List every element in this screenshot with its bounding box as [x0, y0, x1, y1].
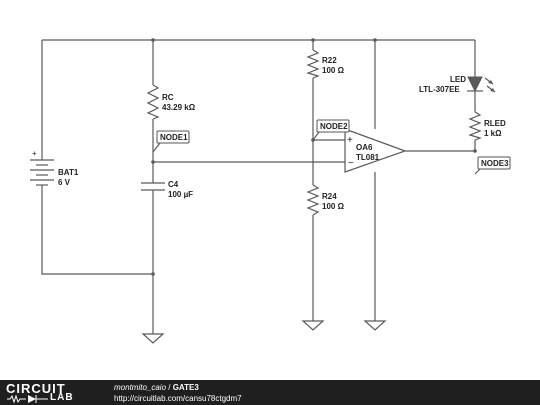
resistor-rc: RC 43.29 kΩ [146, 84, 196, 120]
junctions [151, 38, 477, 276]
oa6-name: OA6 [356, 143, 373, 152]
capacitor-c4: C4 100 µF [141, 180, 193, 199]
c4-value: 100 µF [168, 190, 193, 199]
footer-title-line: montmito_caio / GATE3 [114, 383, 199, 393]
led-value: LTL-307EE [419, 85, 460, 94]
led-name: LED [450, 75, 466, 84]
ground-connectors [312, 315, 376, 321]
battery-plus-sign: + [32, 149, 37, 158]
title-separator: / [166, 383, 173, 392]
battery-bat1: + BAT1 6 V [30, 149, 79, 190]
opamp-minus-sign: − [348, 158, 354, 169]
node3-tag: NODE3 [474, 156, 511, 175]
logo-top-text: CIRCUIT [6, 381, 66, 396]
node2-tag: NODE2 [312, 119, 350, 141]
node2-label: NODE2 [320, 122, 348, 131]
project-url-link[interactable]: http://circuitlab.com/cansu78ctgdm7 [114, 394, 242, 403]
ground-icon [141, 322, 165, 344]
oa6-value: TL081 [356, 153, 380, 162]
rled-name: RLED [484, 119, 506, 128]
circuitlab-logo[interactable]: CIRCUIT LAB [6, 381, 106, 404]
node3-label: NODE3 [481, 159, 509, 168]
ground-icon [363, 320, 387, 331]
node1-tag: NODE1 [152, 130, 190, 153]
bat1-name: BAT1 [58, 168, 79, 177]
rled-value: 1 kΩ [484, 129, 502, 138]
bat1-value: 6 V [58, 178, 71, 187]
led: LED LTL-307EE [419, 75, 496, 94]
rc-value: 43.29 kΩ [162, 103, 196, 112]
resistor-r22: R22 100 Ω [306, 49, 345, 79]
r24-name: R24 [322, 192, 337, 201]
opamp-oa6: + − OA6 TL081 [344, 128, 407, 173]
node1-label: NODE1 [160, 133, 188, 142]
light-arrows-icon [484, 77, 496, 93]
ground-icon [301, 320, 325, 331]
author-link[interactable]: montmito_caio [114, 383, 167, 392]
logo-bottom-text: LAB [50, 392, 74, 403]
logo-circuit-glyph-icon [7, 394, 48, 404]
circuit-schematic: + BAT1 6 V RC 43.29 kΩ C4 100 µF R22 100… [30, 38, 511, 344]
opamp-plus-sign: + [347, 135, 353, 146]
resistor-rled: RLED 1 kΩ [468, 111, 506, 141]
footer-bar: CIRCUIT LAB montmito_caio / GATE3 http:/… [0, 380, 540, 405]
rc-name: RC [162, 93, 174, 102]
r22-name: R22 [322, 56, 337, 65]
project-name[interactable]: GATE3 [172, 383, 199, 392]
c4-name: C4 [168, 180, 179, 189]
wires [41, 39, 476, 322]
resistor-r24: R24 100 Ω [306, 184, 345, 216]
r24-value: 100 Ω [322, 202, 345, 211]
r22-value: 100 Ω [322, 66, 345, 75]
